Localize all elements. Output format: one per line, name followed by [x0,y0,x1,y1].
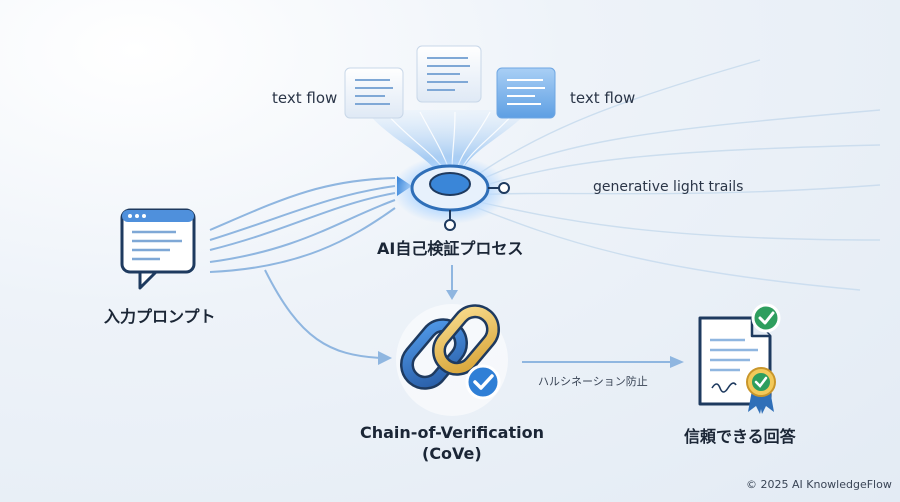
verification-hub-icon [392,156,510,231]
text-flow-right-label: text flow [570,89,636,107]
text-flow-left-label: text flow [272,89,338,107]
prompt-to-cove-arrowhead [378,351,392,365]
cove-to-answer-arrowhead [670,356,684,368]
document-right [496,67,556,119]
light-trails-label: generative light trails [593,179,744,195]
cove-title-line2: (CoVe) [422,444,482,463]
award-seal-icon [746,367,776,414]
chain-link-icon [396,304,508,416]
light-trails [469,59,881,291]
process-title: AI自己検証プロセス [377,239,524,258]
document-center [416,45,482,103]
input-flow-lines [209,177,396,273]
prompt-window-icon [120,208,196,290]
document-check-badge-icon [751,303,781,333]
prompt-to-cove-arrow [264,269,381,359]
reliable-answer-label: 信頼できる回答 [684,427,796,446]
document-left [344,67,404,119]
cove-title-line1: Chain-of-Verification [360,423,544,442]
process-to-cove-arrowhead [446,290,458,300]
input-prompt-label: 入力プロンプト [104,307,216,326]
hallucination-prevention-label: ハルシネーション防止 [538,375,648,388]
cove-check-badge-icon [465,364,501,400]
copyright-credit: © 2025 AI KnowledgeFlow [746,478,892,491]
